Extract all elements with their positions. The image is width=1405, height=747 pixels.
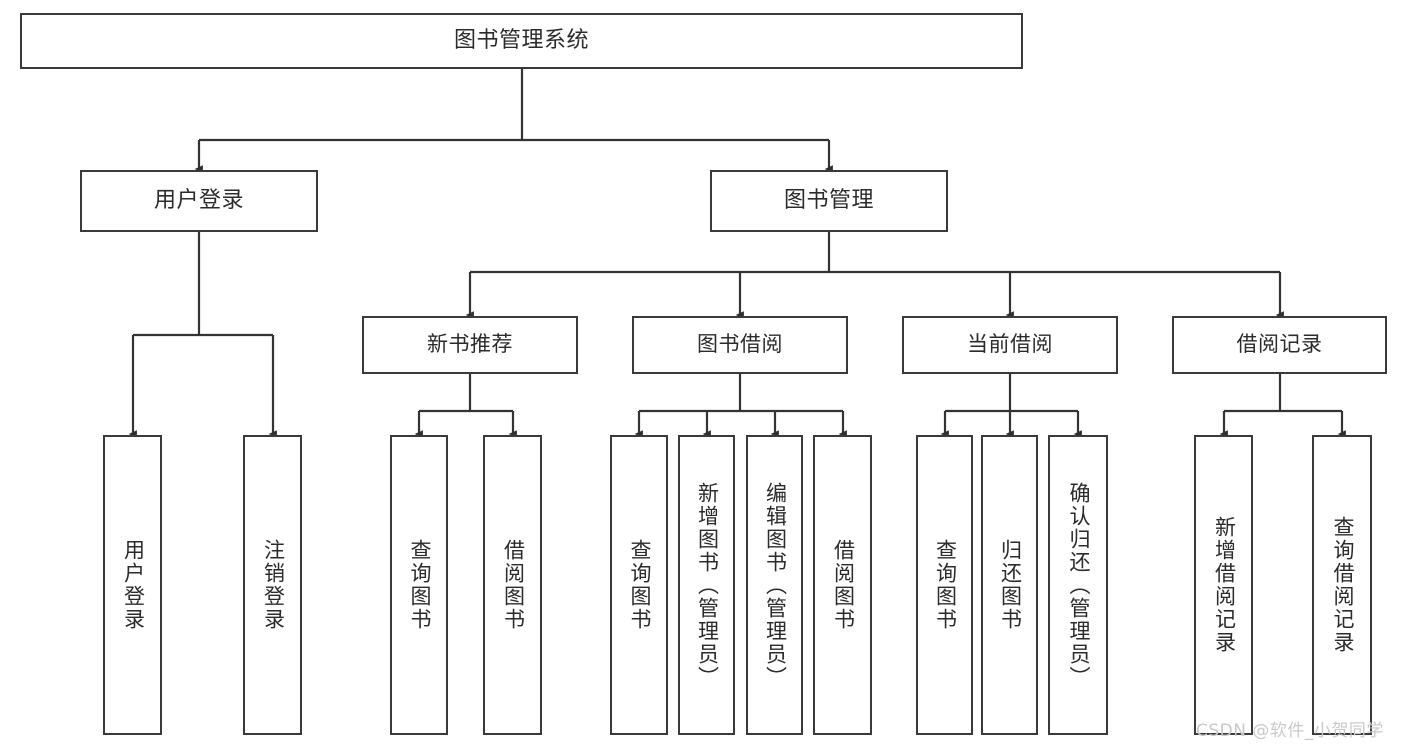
node-label: 确认归还（管理员）	[1066, 481, 1091, 689]
node-label: 借阅图书	[501, 539, 526, 631]
node-leaf-query-book-cur[interactable]: 查询图书	[916, 435, 973, 735]
node-leaf-return-book[interactable]: 归还图书	[981, 435, 1038, 735]
node-leaf-query-record[interactable]: 查询借阅记录	[1312, 435, 1372, 735]
node-leaf-edit-book[interactable]: 编辑图书（管理员）	[746, 435, 803, 735]
node-current-borrow[interactable]: 当前借阅	[902, 316, 1118, 374]
node-leaf-add-record[interactable]: 新增借阅记录	[1194, 435, 1253, 735]
node-label: 新增借阅记录	[1212, 516, 1237, 654]
node-label: 用户登录	[153, 187, 244, 213]
node-label: 新增图书（管理员）	[695, 481, 720, 689]
node-leaf-confirm-return[interactable]: 确认归还（管理员）	[1048, 435, 1108, 735]
node-label: 查询图书	[407, 539, 432, 631]
node-book-manage[interactable]: 图书管理	[710, 170, 948, 232]
node-label: 注销登录	[261, 539, 286, 631]
node-label: 当前借阅	[967, 332, 1053, 357]
node-label: 图书管理	[783, 187, 874, 213]
node-new-book-rec[interactable]: 新书推荐	[362, 316, 578, 374]
node-leaf-user-login[interactable]: 用户登录	[103, 435, 162, 735]
node-leaf-borrow-book-rec[interactable]: 借阅图书	[483, 435, 542, 735]
node-leaf-borrow-book-bor[interactable]: 借阅图书	[813, 435, 872, 735]
node-leaf-query-book-rec[interactable]: 查询图书	[390, 435, 448, 735]
node-label: 用户登录	[121, 539, 146, 631]
node-book-borrow[interactable]: 图书借阅	[632, 316, 848, 374]
csdn-watermark: CSDN @软件_小贺同学	[1196, 721, 1384, 741]
node-label: 借阅记录	[1236, 332, 1323, 357]
node-label: 编辑图书（管理员）	[763, 481, 788, 689]
node-label: 查询借阅记录	[1330, 516, 1355, 654]
node-label: 查询图书	[627, 539, 652, 631]
node-leaf-logout[interactable]: 注销登录	[243, 435, 302, 735]
node-leaf-query-book-bor[interactable]: 查询图书	[610, 435, 668, 735]
node-label: 查询图书	[933, 539, 958, 631]
node-label: 图书借阅	[697, 332, 783, 357]
node-borrow-record[interactable]: 借阅记录	[1172, 316, 1387, 374]
node-label: 图书管理系统	[453, 27, 589, 53]
node-label: 借阅图书	[831, 539, 856, 631]
node-leaf-add-book[interactable]: 新增图书（管理员）	[678, 435, 735, 735]
node-label: 归还图书	[998, 539, 1023, 631]
node-label: 新书推荐	[427, 332, 513, 357]
node-root[interactable]: 图书管理系统	[20, 13, 1023, 69]
node-user-login[interactable]: 用户登录	[80, 170, 318, 232]
